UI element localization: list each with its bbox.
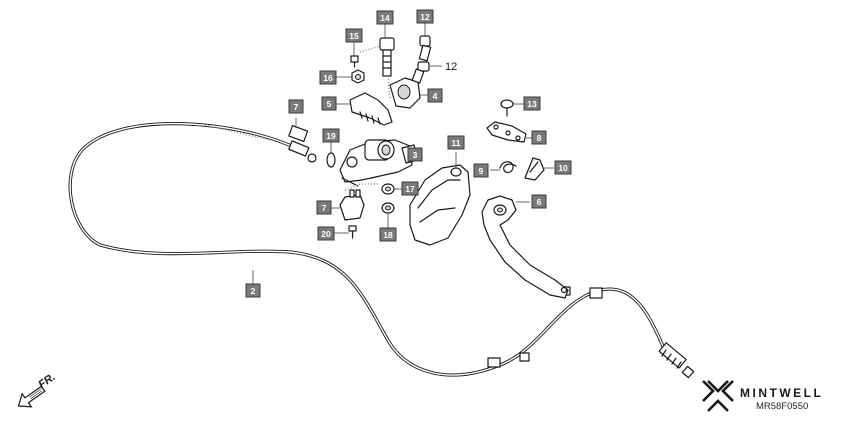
- callout-7-lower-text: 7: [322, 203, 327, 213]
- callout-9-text: 9: [479, 166, 484, 176]
- mintwell-logo-icon: [702, 380, 734, 412]
- callout-14: 14: [376, 10, 394, 38]
- callout-12-text: 12: [420, 12, 430, 22]
- callout-16-text: 16: [323, 73, 333, 83]
- callout-12: 12: [416, 9, 434, 36]
- front-arrow-icon: [17, 385, 46, 408]
- holder-top-4: [389, 77, 428, 109]
- plate-8: [486, 121, 532, 143]
- callout-2: 2: [245, 270, 261, 298]
- callout-13-text: 13: [527, 99, 537, 109]
- cable-joint-7: [288, 118, 309, 143]
- washer-17: [381, 183, 402, 195]
- washer-18: [381, 202, 395, 228]
- callout-13: 13: [523, 96, 541, 111]
- callout-6: 6: [531, 194, 547, 209]
- bolt-12-upper: [418, 35, 432, 62]
- nut-16: [351, 69, 365, 84]
- callout-14-text: 14: [380, 13, 390, 23]
- callout-11-text: 11: [452, 138, 461, 148]
- callout-9: 9: [473, 163, 489, 178]
- callout-18: 18: [379, 227, 397, 242]
- callout-15-text: 15: [349, 31, 359, 41]
- callout-7-upper-text: 7: [294, 102, 299, 112]
- callout-10: 10: [554, 160, 572, 175]
- callout-5-text: 5: [327, 99, 332, 109]
- callout-4-text: 4: [433, 91, 438, 101]
- brand-watermark: MINTWELL MR58F0550: [702, 380, 823, 412]
- callout-6-text: 6: [537, 197, 542, 207]
- clutch-switch: [339, 183, 378, 221]
- front-direction-indicator: FR.: [17, 371, 58, 408]
- clutch-lever: [481, 195, 569, 299]
- lever-holder: [339, 139, 419, 187]
- bolt-13: [500, 99, 524, 117]
- callout-16: 16: [319, 70, 352, 85]
- brand-name: MINTWELL: [740, 386, 823, 400]
- callout-17-text: 17: [405, 184, 415, 194]
- callout-2-text: 2: [251, 286, 256, 296]
- label-12-plain: 12: [445, 61, 457, 73]
- screw-15: [350, 55, 359, 68]
- label-12-plain-text: 12: [445, 61, 457, 73]
- callout-19: 19: [322, 128, 340, 143]
- callout-3: 3: [407, 147, 423, 162]
- callout-8: 8: [531, 130, 547, 145]
- callout-5: 5: [321, 96, 350, 111]
- callout-4: 4: [427, 88, 443, 103]
- screw-20: [348, 225, 357, 239]
- callout-20: 20: [317, 226, 349, 241]
- diagram-code: MR58F0550: [756, 401, 808, 412]
- callout-18-text: 18: [383, 230, 393, 240]
- callout-7-upper: 7: [288, 99, 304, 114]
- cover-11: [409, 152, 471, 246]
- plate-5: [349, 92, 393, 126]
- callout-3-text: 3: [413, 150, 418, 160]
- callout-10-text: 10: [558, 163, 568, 173]
- washer-19: [326, 142, 336, 168]
- pin-10: [524, 157, 554, 181]
- spring-9: [490, 161, 517, 174]
- bolt-14: [359, 37, 395, 101]
- callout-19-text: 19: [326, 131, 336, 141]
- callout-11: 11: [447, 135, 465, 150]
- bolt-12-lower: [411, 61, 442, 84]
- callout-7-lower: 7: [316, 200, 340, 215]
- callout-15: 15: [345, 28, 363, 56]
- callout-20-text: 20: [321, 229, 331, 239]
- callout-17: 17: [401, 181, 419, 196]
- callout-8-text: 8: [537, 133, 542, 143]
- cable-threaded-end: [658, 342, 695, 379]
